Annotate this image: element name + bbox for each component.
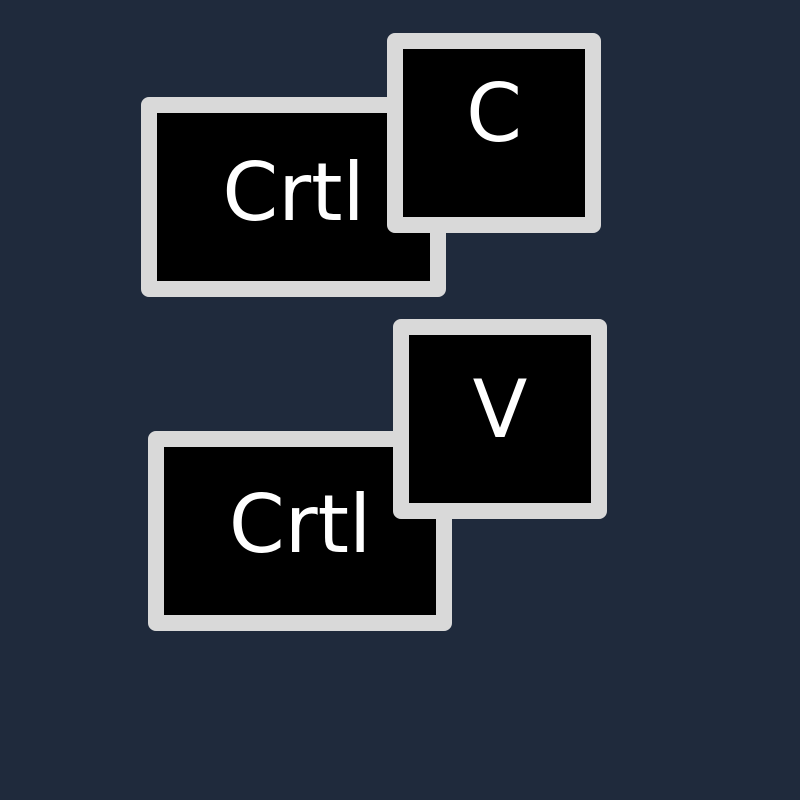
- v-key: V: [393, 319, 607, 519]
- ctrl-key-label: Crtl: [228, 478, 372, 571]
- v-key-label: V: [472, 363, 528, 456]
- c-key: C: [387, 33, 601, 233]
- c-key-label: C: [466, 67, 522, 160]
- ctrl-key-label: Crtl: [222, 146, 365, 239]
